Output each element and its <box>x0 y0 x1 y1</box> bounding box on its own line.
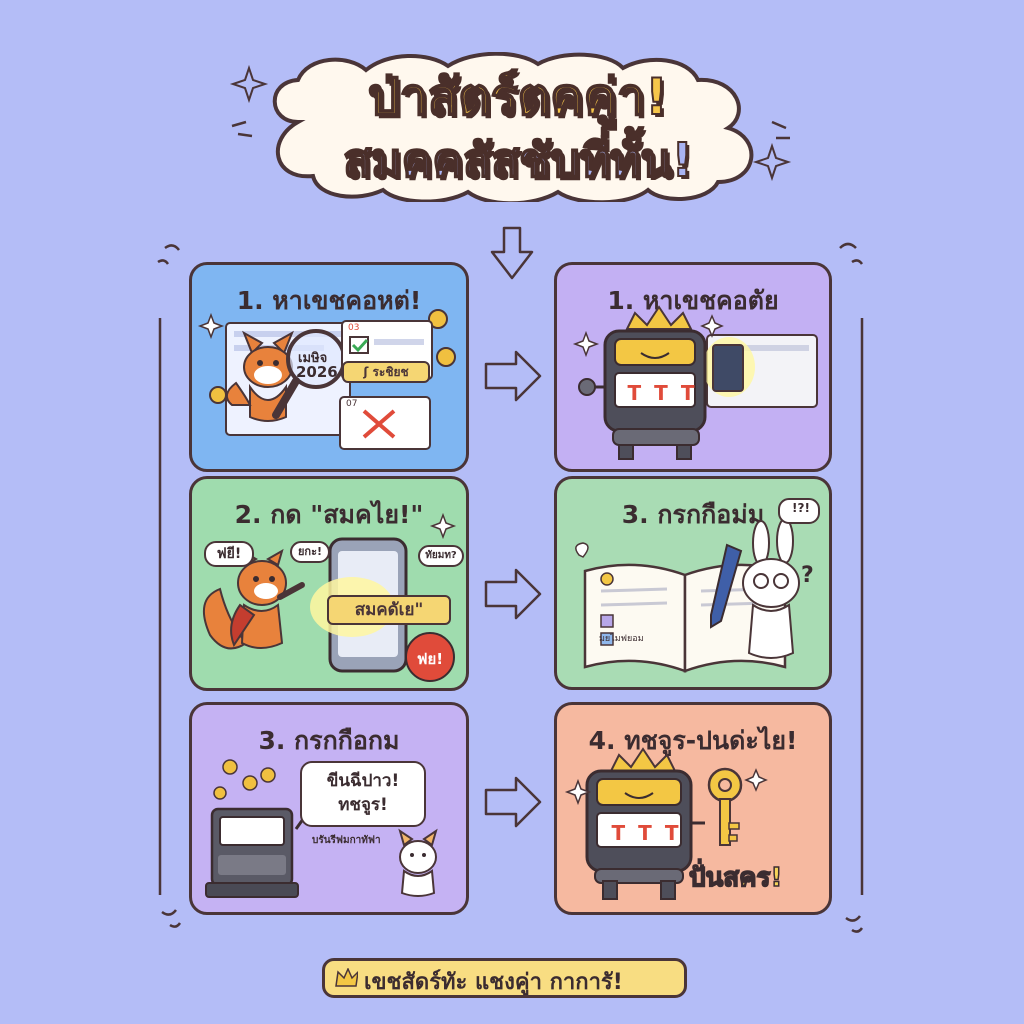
year-text: 2026 <box>296 363 338 381</box>
flourish-icon <box>845 915 864 933</box>
bunny-icon <box>742 518 800 659</box>
right-arrow-icon <box>484 350 542 402</box>
crown-icon <box>335 968 358 987</box>
coin-icon <box>242 775 258 791</box>
slot-scene <box>205 759 438 898</box>
cape-icon <box>230 603 256 648</box>
signup-button[interactable]: สมคดัเย" <box>327 595 451 625</box>
slot-reels: T T T <box>621 381 701 405</box>
sparkle-icon <box>572 330 600 358</box>
exclaim-bubble: !?! <box>792 501 810 515</box>
card-label: 07 <box>346 399 358 409</box>
title-line-1: ป่าสัตร์ตคคู่า! <box>367 67 669 127</box>
panel-title: 3. กรกกือกม <box>258 726 400 755</box>
slot-symbol: T <box>627 381 642 405</box>
sparkle-icon <box>752 142 792 182</box>
panel-title: 1. หาเขชคอหต่! <box>236 286 422 315</box>
footer-banner <box>322 958 687 998</box>
speech-bubble: ทัยมท? <box>418 545 464 567</box>
panel-step-2[interactable]: 2. กด "สมคไย!" ฟยี! ยกะ! ทัยมท? สมคดัเย"… <box>189 476 469 691</box>
coin-icon <box>222 759 238 775</box>
cross-icon <box>362 409 396 439</box>
title-cloud <box>258 52 778 202</box>
slot-reels: T T T <box>605 821 685 845</box>
card-label: 03 <box>348 323 360 333</box>
form-scene <box>575 498 820 673</box>
coin-icon <box>213 786 227 800</box>
magnifier-icon <box>272 329 346 419</box>
crown-icon <box>625 305 693 330</box>
panel-caption: บรันรีฟมกาทัฟา <box>312 835 381 846</box>
flourish-icon <box>839 242 864 265</box>
flourish-icon <box>157 244 180 265</box>
coin-icon <box>260 767 276 783</box>
speech-bubble: ยกะ! <box>290 541 330 563</box>
footer-text: เขชสัดร์ทัะ แชงคู่า กาการั! <box>364 970 623 995</box>
panel-step-1-right[interactable]: 1. หาเขชคอตัย T T T <box>554 262 832 472</box>
question-mark: ? <box>801 563 814 588</box>
panel-title: 1. หาเขชคอตัย <box>607 286 779 315</box>
panel-step-3-right[interactable]: 3. กรกกือม่ม !?! ? มยไมฟยอม <box>554 476 832 690</box>
speech-line: ทชจูร! <box>338 795 388 815</box>
panel-title: 4. ทชจูร-ปนด่ะไย! <box>588 726 798 755</box>
flourish-icon <box>161 909 182 928</box>
panel-title: 2. กด "สมคไย!" <box>234 500 424 529</box>
coin-icon <box>209 386 227 404</box>
sparkle-icon <box>564 778 592 806</box>
splash-icon <box>771 120 790 140</box>
splash-icon <box>231 120 253 138</box>
sparkle-icon <box>744 768 768 792</box>
sparkle-icon <box>229 64 269 104</box>
jackpot-scene <box>564 747 768 900</box>
squirrel-icon <box>202 548 305 650</box>
right-arrow-icon <box>484 568 542 620</box>
panel-title: 3. กรกกือม่ม <box>621 500 765 529</box>
slot-symbol: T <box>611 821 626 845</box>
heart-bubble-icon <box>575 542 589 558</box>
crown-icon <box>609 747 677 772</box>
down-arrow-icon <box>490 226 534 280</box>
card-icon <box>712 344 744 392</box>
coin-icon <box>436 347 456 367</box>
slot-machine-scene <box>572 305 818 460</box>
sparkle-icon <box>429 512 457 540</box>
sparkle-icon <box>700 314 724 338</box>
year-label: เมษิจ <box>298 351 328 366</box>
slot-symbol: T <box>654 381 668 405</box>
key-icon <box>707 767 743 846</box>
speech-line: ขีนฉีปาว! <box>326 771 400 791</box>
slot-symbol: T <box>680 381 695 405</box>
slot-symbol: T <box>664 821 679 845</box>
panel-step-3-left[interactable]: 3. กรกกือกม ขีนฉีปาว! ทชจูร! บรันรีฟมกาท… <box>189 702 469 915</box>
slot-symbol: T <box>638 821 652 845</box>
right-arrow-icon <box>484 776 542 828</box>
panel-step-1-left[interactable]: 1. หาเขชคอหต่! <box>189 262 469 472</box>
panel-step-4[interactable]: 4. ทชจูร-ปนด่ะไย! T T T ปั่นสคร! <box>554 702 832 915</box>
book-caption: มยไมฟยอม <box>599 634 644 644</box>
sparkle-icon <box>197 312 225 340</box>
coin-icon <box>428 309 448 329</box>
result-badge: ʃ ระชิยช <box>342 361 430 383</box>
speech-bubble: ฟยี! <box>204 541 254 567</box>
check-icon <box>351 338 369 353</box>
win-speech-bubble: ขีนฉีปาว! ทชจูร! <box>300 761 426 827</box>
search-scene <box>197 309 456 450</box>
slogan-text: ปั่นสคร! <box>688 862 783 894</box>
title-line-2: สมคคสัสชับที่ทั้น! <box>342 132 694 188</box>
cat-icon <box>398 828 438 897</box>
pen-icon <box>710 543 743 629</box>
free-badge: ฟย! <box>416 650 444 668</box>
